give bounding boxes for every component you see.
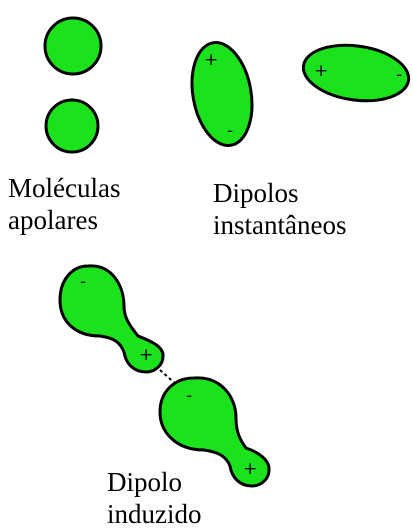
- plus-sign: +: [139, 345, 153, 365]
- dipole-ellipse-vertical: [184, 38, 259, 150]
- label-instantaneous-dipoles: Dipolos instantâneos: [213, 177, 346, 241]
- label-line: Moléculas: [8, 172, 120, 204]
- label-line: Dipolo: [107, 466, 202, 498]
- plus-sign: +: [204, 50, 218, 70]
- label-line: induzido: [107, 498, 202, 530]
- induced-dipole-upper: - +: [60, 266, 163, 372]
- minus-sign: -: [80, 272, 86, 292]
- minus-sign: -: [186, 386, 192, 406]
- apolar-molecule-top: [45, 18, 101, 74]
- instantaneous-dipole-vertical: + -: [184, 38, 259, 150]
- plus-sign: +: [243, 459, 257, 479]
- induced-dipoles: - + - +: [60, 266, 269, 486]
- plus-sign: +: [314, 61, 328, 81]
- label-line: instantâneos: [213, 209, 346, 241]
- label-induced-dipole: Dipolo induzido: [107, 466, 202, 530]
- instantaneous-dipoles: + - + -: [184, 38, 412, 150]
- label-line: apolares: [8, 204, 120, 236]
- label-apolar-molecules: Moléculas apolares: [8, 172, 120, 236]
- minus-sign: -: [396, 65, 402, 85]
- apolar-molecule-bottom: [46, 100, 98, 152]
- label-line: Dipolos: [213, 177, 346, 209]
- minus-sign: -: [227, 121, 233, 141]
- instantaneous-dipole-horizontal: + -: [300, 39, 412, 107]
- apolar-molecules: [45, 18, 101, 152]
